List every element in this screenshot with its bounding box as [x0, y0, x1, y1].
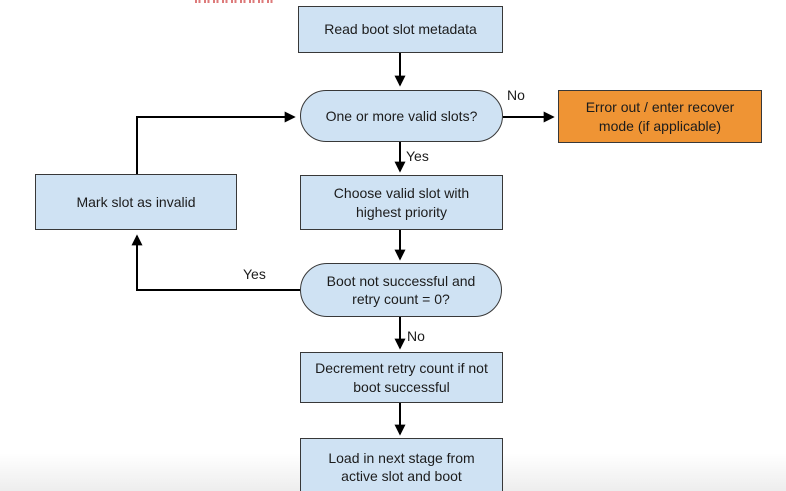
node-label: One or more valid slots?	[325, 107, 478, 124]
edge-label-no-to-decrement: No	[407, 328, 425, 344]
clipped-red-text-marks	[195, 0, 275, 3]
node-label: Mark slot as invalid	[76, 193, 196, 210]
node-label: Boot not successful and retry count = 0?	[326, 272, 476, 307]
node-label: Load in next stage from active slot and …	[328, 449, 475, 484]
node-label: Error out / enter recover mode (if appli…	[585, 99, 735, 134]
node-label: Read boot slot metadata	[324, 21, 477, 38]
node-decrement-retry-count[interactable]: Decrement retry count if not boot succes…	[300, 352, 503, 403]
arrow-boot-to-mark	[131, 234, 300, 291]
node-error-out-recover-mode[interactable]: Error out / enter recover mode (if appli…	[558, 90, 762, 143]
node-mark-slot-invalid[interactable]: Mark slot as invalid	[35, 174, 237, 230]
node-load-next-stage[interactable]: Load in next stage from active slot and …	[300, 438, 503, 491]
edge-label-yes-to-choose: Yes	[406, 148, 429, 164]
edge-label-yes-to-mark: Yes	[243, 266, 266, 282]
node-one-or-more-valid-slots[interactable]: One or more valid slots?	[300, 90, 503, 142]
arrow-mark-to-valid	[136, 111, 296, 174]
node-boot-not-successful[interactable]: Boot not successful and retry count = 0?	[300, 263, 502, 317]
edge-label-no-to-error: No	[507, 87, 525, 103]
node-choose-valid-slot[interactable]: Choose valid slot with highest priority	[300, 175, 503, 230]
node-label: Choose valid slot with highest priority	[333, 185, 470, 220]
node-read-boot-slot-metadata[interactable]: Read boot slot metadata	[298, 6, 503, 53]
node-label: Decrement retry count if not boot succes…	[315, 360, 488, 395]
